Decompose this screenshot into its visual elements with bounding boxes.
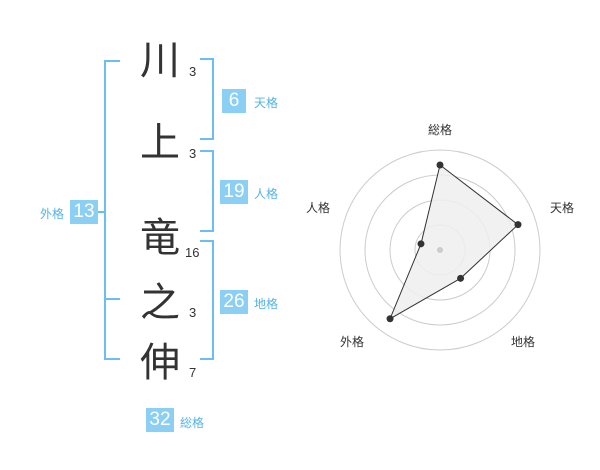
stroke-count-4: 3 [189,305,197,320]
chikaku-label: 地格 [254,297,279,311]
name-char-1: 川 [140,38,180,84]
tenkaku-label: 天格 [254,96,279,110]
jinkaku-bracket [200,150,214,232]
radar-point-3 [386,315,394,323]
radar-ring-4 [339,149,541,351]
name-char-5: 伸 [140,340,180,386]
axis-label-tenkaku: 天格 [550,200,574,215]
radar-point-0 [436,161,444,169]
stroke-count-5: 7 [189,365,197,380]
axis-label-gaikaku: 外格 [340,334,364,349]
axis-label-jinkaku: 人格 [306,200,330,215]
soukaku-label: 総格 [180,416,205,430]
gaikaku-bracket-mid [104,298,120,300]
radar-point-2 [457,274,465,282]
radar-polygon [388,164,519,320]
chikaku-badge: 26 [220,290,248,314]
soukaku-badge: 32 [146,408,174,432]
jinkaku-label: 人格 [254,187,279,201]
axis-label-soukaku: 総格 [428,122,452,137]
radar-point-1 [514,221,522,229]
gaikaku-bracket-tick [95,211,105,213]
name-char-2: 上 [140,120,180,166]
axis-label-chikaku: 地格 [511,334,535,349]
gaikaku-bracket [104,60,120,360]
tenkaku-badge: 6 [222,89,246,113]
radar-center-dot [437,247,443,253]
jinkaku-badge: 19 [220,180,248,204]
radar-point-4 [417,240,425,248]
name-char-4: 之 [140,280,180,326]
tenkaku-bracket [200,58,214,140]
name-char-3: 竜 [140,215,180,261]
gaikaku-badge: 13 [70,200,98,224]
chikaku-bracket [200,240,214,360]
stroke-count-1: 3 [189,64,197,79]
gaikaku-label: 外格 [40,207,65,221]
radar-points [386,161,522,323]
stroke-count-3: 16 [185,245,200,260]
stroke-count-2: 3 [189,146,197,161]
